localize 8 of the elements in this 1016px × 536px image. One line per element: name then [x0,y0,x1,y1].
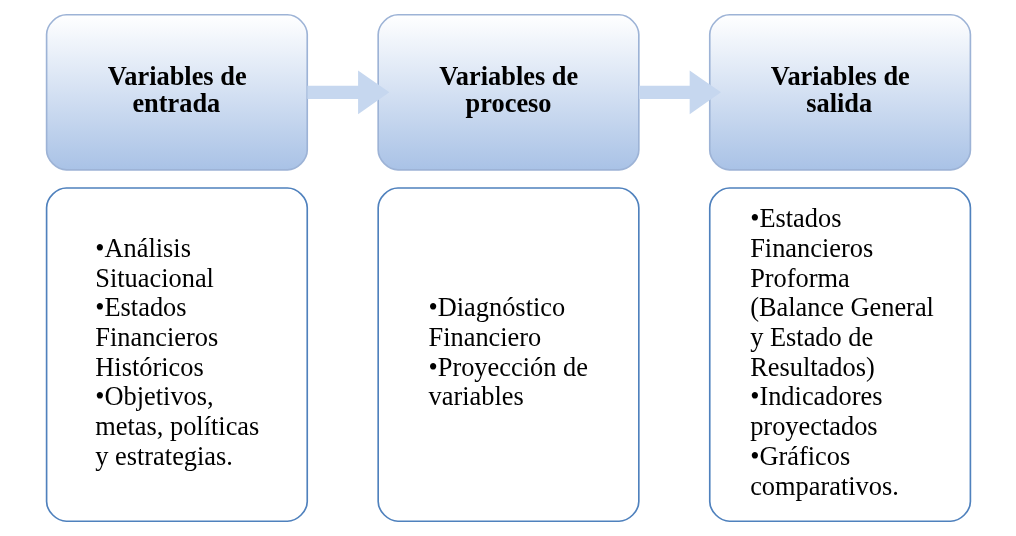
node-box: Variables de salida [708,13,971,171]
arrow [638,70,721,115]
node-box: •Análisis Situacional •Estados Financieros Históricos •Objetivos, metas, políticas y estrategias. [45,187,308,523]
node-box: •Diagnóstico Financiero •Proyección de variables [376,187,640,523]
arrow [306,70,389,115]
node-box: •Estados Financieros Proforma (Balance General y Estado de Resultados) •Indicadores proyectados •Gráficos comparativos. [708,187,971,523]
node-box: Variables de proceso [376,13,640,171]
node-box: Variables de entrada [45,13,308,171]
